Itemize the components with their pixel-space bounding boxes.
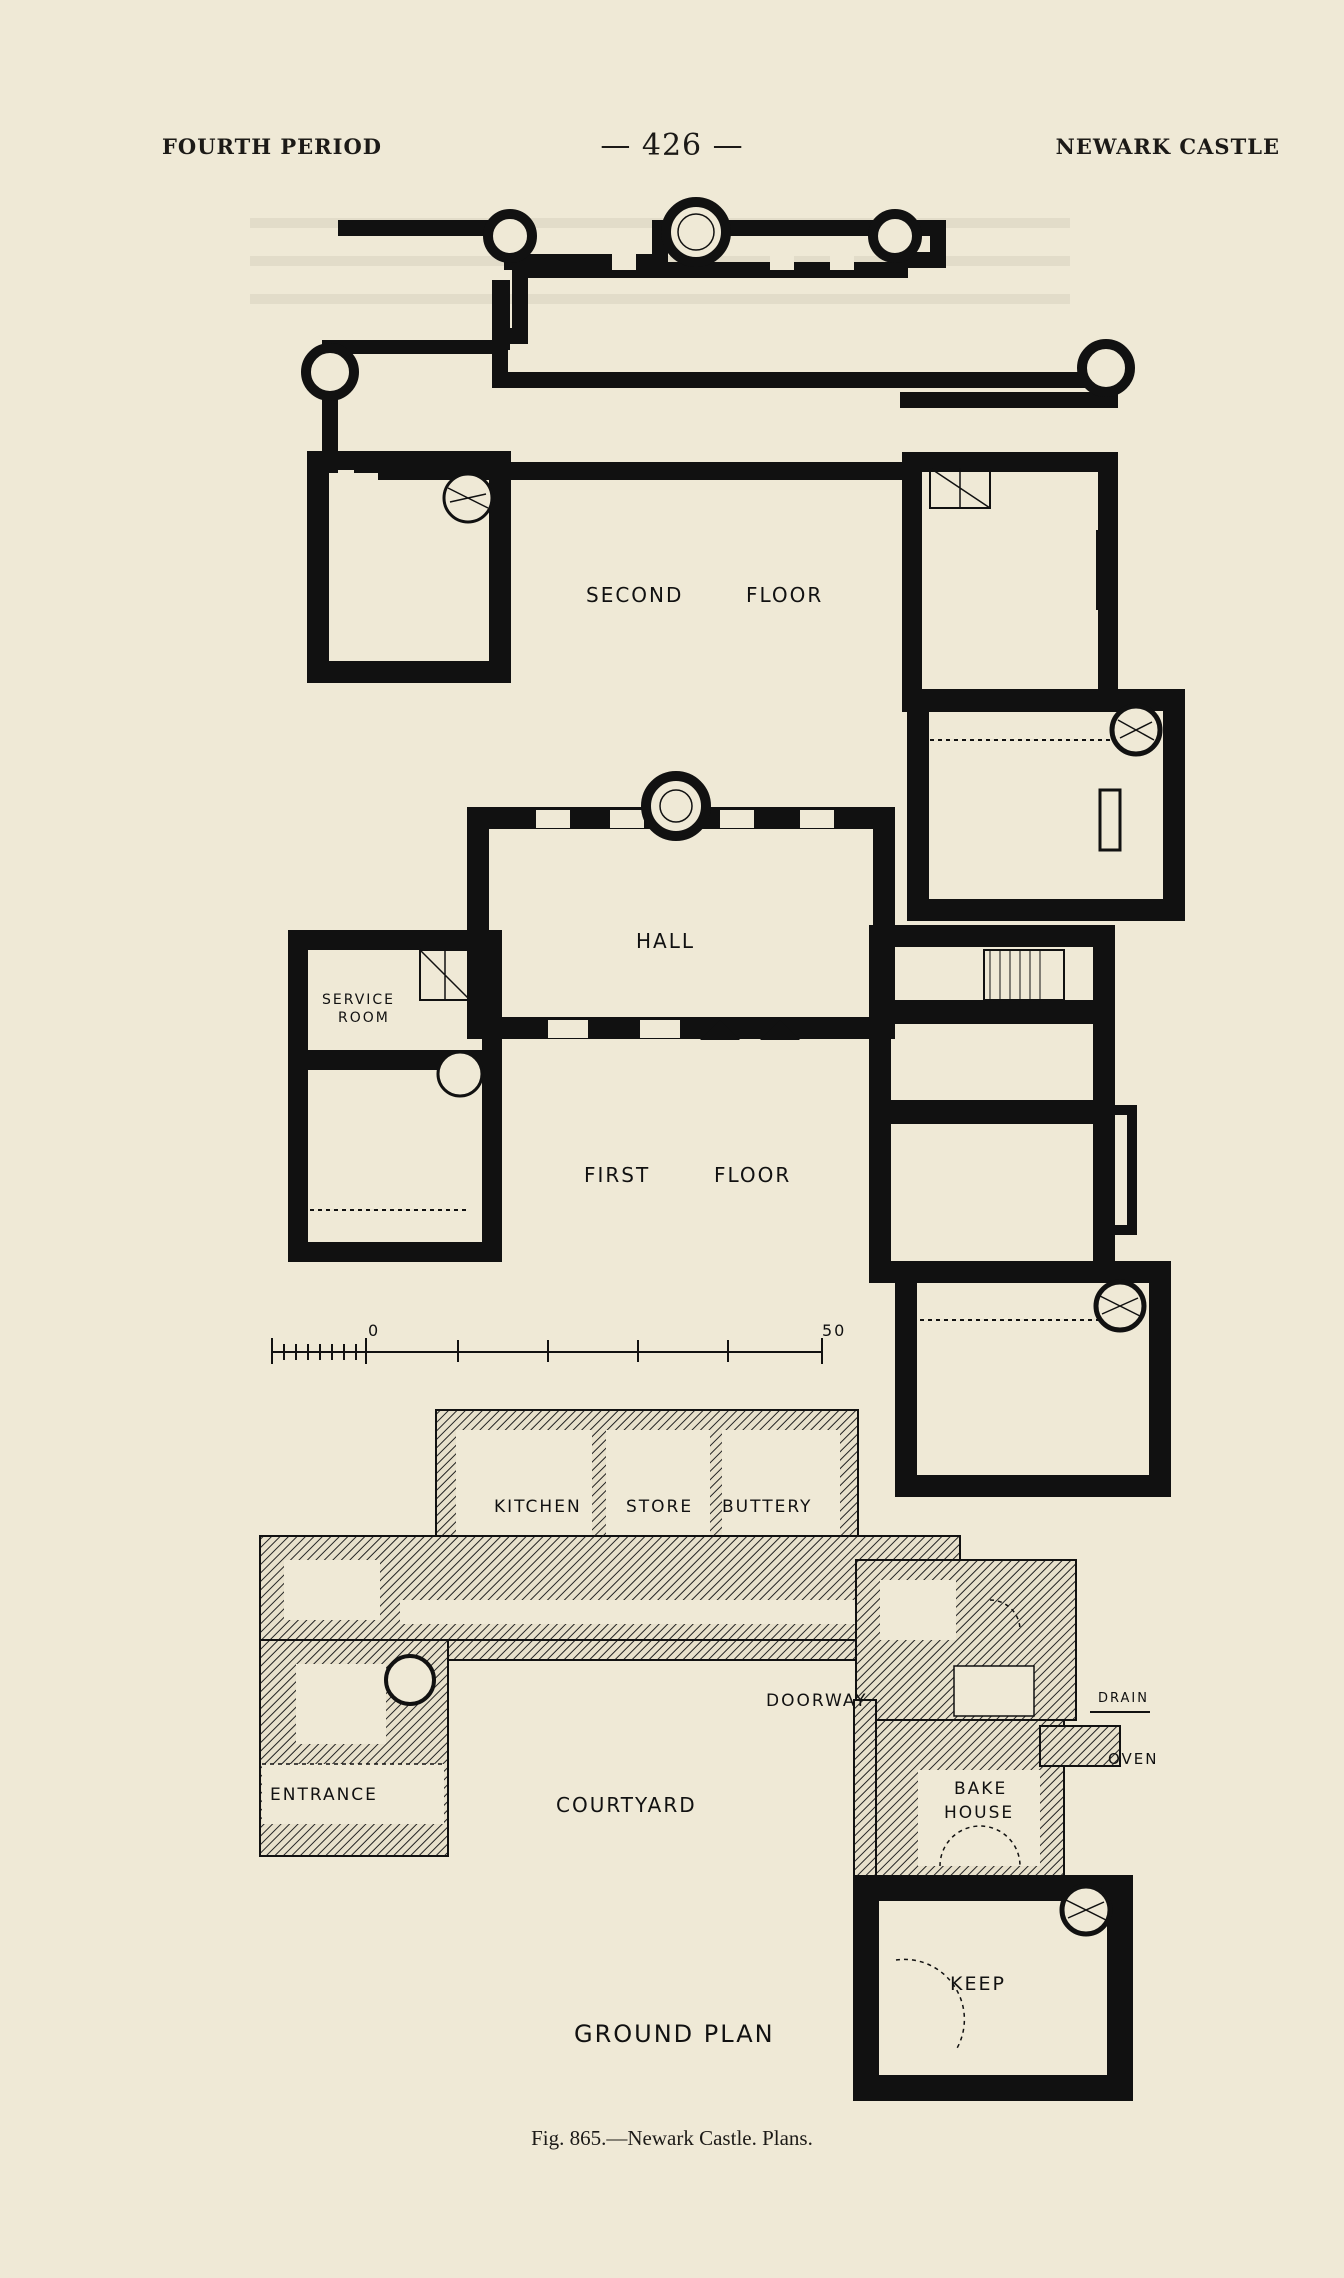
running-header-right: NEWARK CASTLE [1055,134,1280,159]
store-label: STORE [626,1497,693,1517]
second-floor-plan [301,197,1185,921]
service-room-label-room: ROOM [338,1010,390,1026]
figure-caption: Fig. 865.—Newark Castle. Plans. [531,2126,813,2150]
entrance-label: ENTRANCE [270,1785,378,1805]
scale-zero: 0 [368,1321,380,1340]
turret [868,209,922,263]
turret [1077,339,1135,397]
doorway-label: DOORWAY [766,1691,868,1711]
turret [301,343,359,401]
drain-label: DRAIN [1098,1691,1149,1706]
scale-bar [271,1338,823,1364]
first-floor-label: FIRST [584,1163,650,1187]
running-header-left: FOURTH PERIOD [162,134,382,159]
oven-label: OVEN [1108,1750,1159,1768]
ground-plan-title: GROUND PLAN [574,2020,775,2048]
stair-turret [661,197,731,267]
page-number: — 426 — [600,128,744,163]
stair-turret [641,771,711,841]
first-floor-label-floor: FLOOR [714,1163,791,1187]
turret [483,209,537,263]
first-floor-plan [288,771,1171,1497]
ground-plan [259,1409,1150,2101]
second-floor-label: SECOND [586,583,683,607]
service-room-label: SERVICE [322,992,395,1008]
hall-label: HALL [636,929,695,953]
buttery-label: BUTTERY [722,1497,812,1517]
bleed-through [250,294,1070,304]
bake-house-label: BAKE [954,1779,1007,1799]
second-floor-label-floor: FLOOR [746,583,823,607]
courtyard-label: COURTYARD [556,1793,697,1817]
bake-house-label-house: HOUSE [944,1803,1014,1823]
kitchen-label: KITCHEN [494,1497,582,1517]
keep-label: KEEP [950,1973,1006,1995]
scale-fifty: 50 [822,1321,846,1340]
